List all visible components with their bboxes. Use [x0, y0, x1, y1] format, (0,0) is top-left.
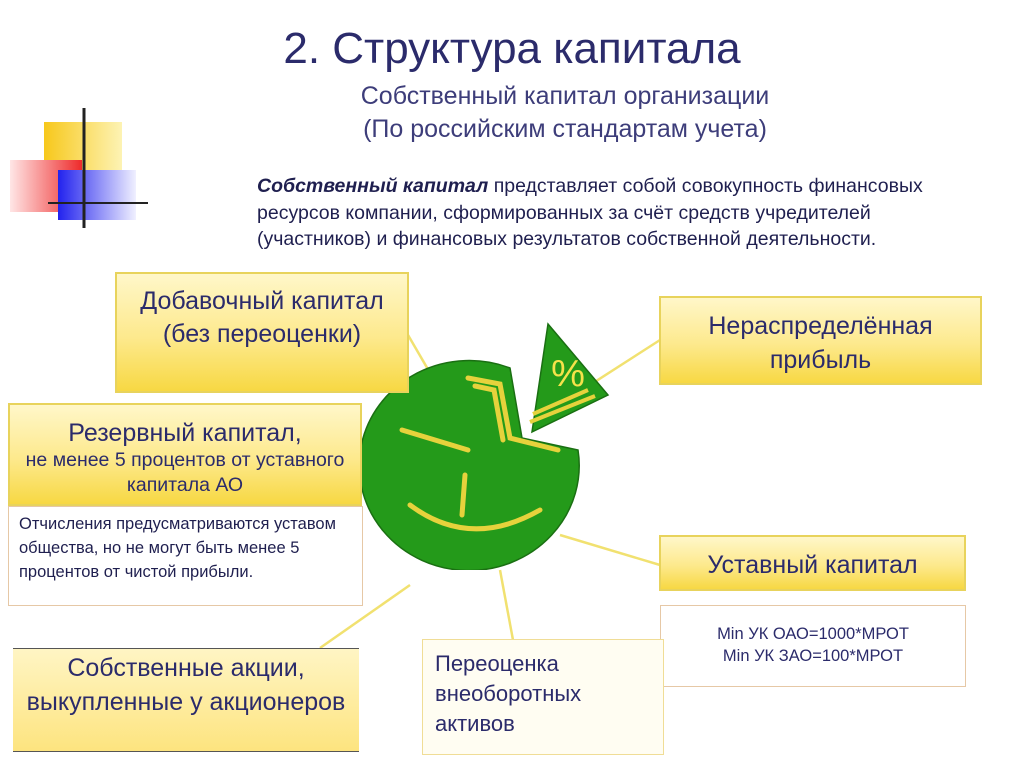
pie-slice-outline: [529, 388, 596, 424]
percent-symbol: %: [551, 353, 585, 395]
reserve-capital-title: Резервный капитал,: [68, 419, 302, 447]
reserve-capital-subtitle: не менее 5 процентов от уставного капита…: [25, 449, 345, 496]
charter-note-zao: Min УК ЗАО=100*МРОТ: [722, 647, 904, 665]
revaluation-box: Переоценка внеоборотных активов: [422, 639, 664, 755]
reserve-capital-note: Отчисления предусматриваются уставом общ…: [8, 506, 363, 606]
charter-capital-box: Уставный капитал: [659, 535, 966, 591]
additional-capital-box: Добавочный капитал (без переоценки): [115, 272, 409, 393]
charter-note-oao: Min УК ОАО=1000*МРОТ: [717, 625, 909, 643]
page-subtitle-standard: (По российским стандартам учета): [363, 115, 767, 143]
connector-shares: [319, 583, 411, 650]
reserve-capital-box: Резервный капитал, не менее 5 процентов …: [8, 403, 362, 506]
decorative-squares: [10, 108, 148, 228]
pie-illustration: %: [358, 322, 610, 570]
charter-capital-note: Min УК ОАО=1000*МРОТ Min УК ЗАО=100*МРОТ: [660, 605, 966, 687]
definition-text: Собственный капитал представляет собой с…: [257, 173, 977, 253]
definition-term: Собственный капитал: [257, 175, 489, 197]
page-title: 2. Структура капитала: [283, 24, 741, 73]
deco-blue-square: [58, 170, 136, 220]
definition-body: представляет собой совокупность финансов…: [257, 175, 923, 250]
page-subtitle: Собственный капитал организации: [360, 82, 770, 110]
retained-earnings-box: Нераспределённая прибыль: [659, 296, 982, 385]
pie-highlight-lines: [399, 375, 561, 532]
connector-charter: [559, 533, 661, 567]
treasury-shares-box: Собственные акции, выкупленные у акционе…: [13, 648, 359, 752]
connector-retained: [589, 338, 661, 387]
connector-revaluation: [498, 569, 515, 641]
